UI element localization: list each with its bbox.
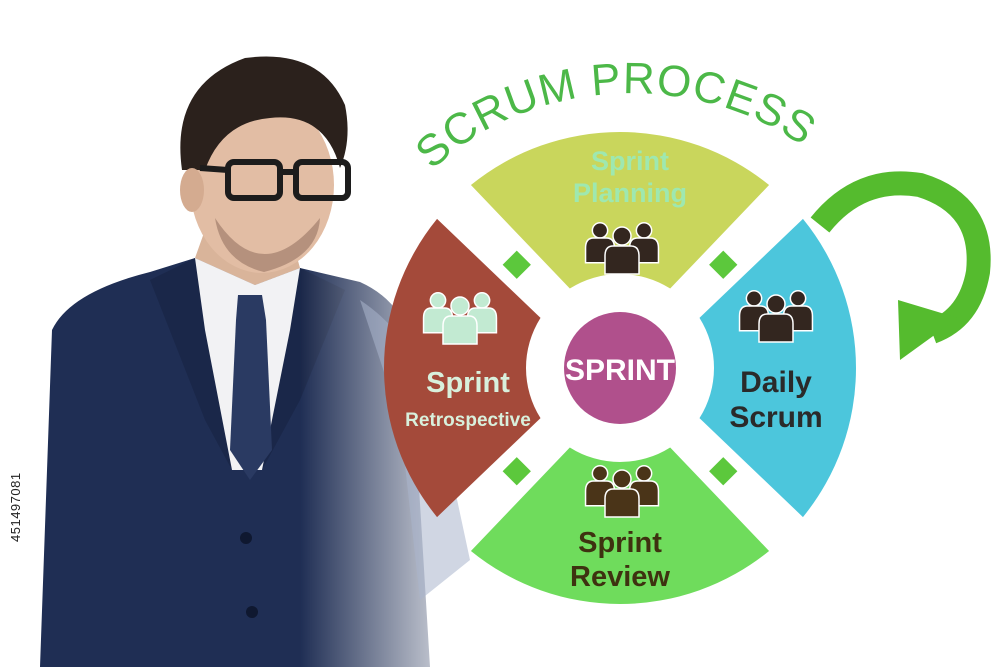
jacket-button (240, 532, 252, 544)
segment-connector (503, 457, 531, 485)
segment-label-review: Sprint (578, 527, 662, 559)
segment-label-daily: Daily (740, 366, 812, 399)
jacket-button (246, 606, 258, 618)
segment-connector (503, 251, 531, 279)
segment-label-planning: Sprint (591, 146, 669, 176)
segment-label-retrospective: Sprint (426, 367, 510, 399)
stock-id: 451497081 (8, 432, 24, 582)
segment-label-retrospective: Retrospective (405, 410, 531, 431)
segment-label-daily: Scrum (729, 401, 822, 434)
sprint-center-label: SPRINT (565, 354, 675, 387)
segment-connector (709, 457, 737, 485)
segment-label-review: Review (570, 561, 670, 593)
scrum-diagram: SCRUM PROCESS SPRINT SprintPlanningDaily… (384, 54, 979, 604)
ear (180, 168, 204, 212)
segment-label-planning: Planning (573, 178, 687, 208)
segment-connector (709, 251, 737, 279)
tie (230, 295, 272, 480)
